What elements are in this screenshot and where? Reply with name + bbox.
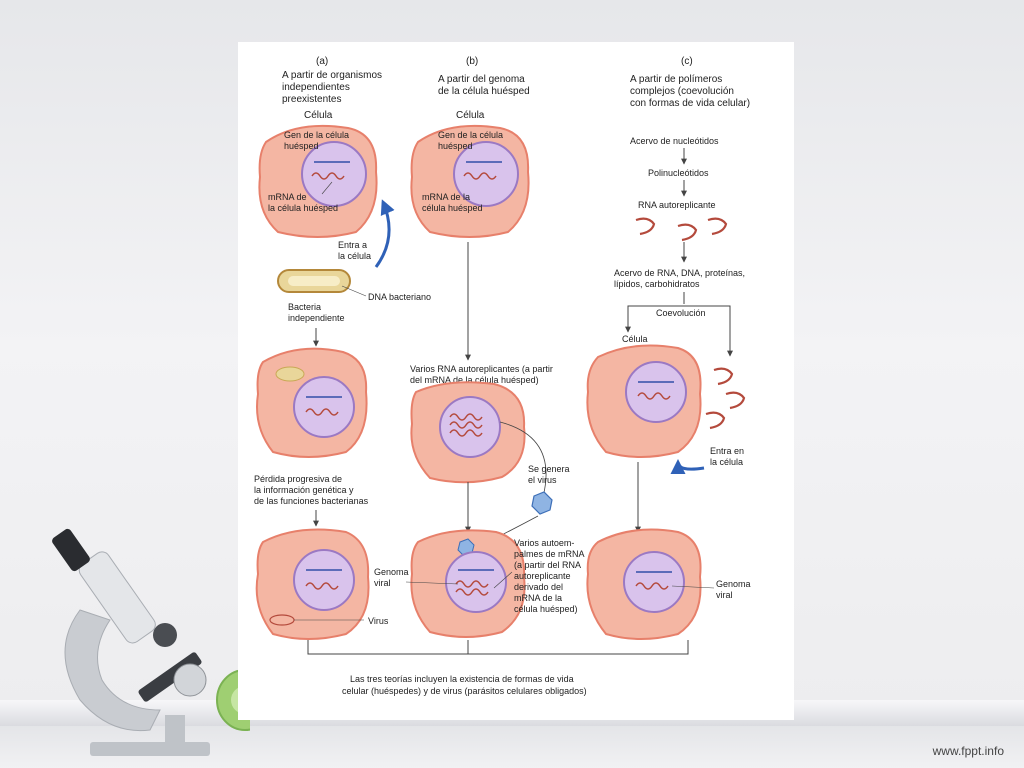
varios-auto-1: Varios autoem- — [514, 538, 574, 548]
bottom-bracket — [307, 640, 689, 655]
col-b-title-1: A partir del genoma — [438, 74, 525, 85]
virus-particle — [531, 491, 553, 515]
virus-a-label: Virus — [368, 616, 389, 626]
col-c-letter: (c) — [681, 56, 693, 67]
bottom-text-1: Las tres teorías incluyen la existencia … — [350, 674, 574, 684]
mrna-b-2: célula huésped — [422, 203, 483, 213]
col-a-title-1: A partir de organismos — [282, 70, 382, 81]
bacteria-1: Bacteria — [288, 302, 321, 312]
gen-a-2: huésped — [284, 141, 319, 151]
cell-a2 — [256, 347, 368, 458]
gen-b-2: huésped — [438, 141, 473, 151]
celula-b-label: Célula — [456, 110, 485, 121]
mrna-a-2: la célula huésped — [268, 203, 338, 213]
col-a-title-2: independientes — [282, 82, 350, 93]
bacteria-2: independiente — [288, 313, 345, 323]
evolution-diagram: (a) A partir de organismos independiente… — [238, 42, 794, 720]
dna-bacteriano-label: DNA bacteriano — [368, 292, 431, 302]
varios-auto-7: célula huésped) — [514, 604, 578, 614]
rna-strands-c — [705, 367, 746, 430]
cell-a3 — [255, 528, 370, 640]
virus-path-line — [499, 421, 547, 498]
entra-en-1: Entra en — [710, 446, 744, 456]
perdida-2: la información genética y — [254, 485, 354, 495]
se-genera-2: el virus — [528, 475, 557, 485]
genoma-a-1: Genoma — [374, 567, 409, 577]
col-a-title-3: preexistentes — [282, 94, 341, 105]
polinuc: Polinucleótidos — [648, 168, 709, 178]
footer-url: www.fppt.info — [932, 744, 1004, 758]
varios-auto-block: Varios autoem- palmes de mRNA (a partir … — [514, 538, 585, 614]
varios-rna-2: del mRNA de la célula huésped) — [410, 375, 539, 385]
coevolucion-label: Coevolución — [656, 308, 706, 318]
entra-en-2: la célula — [710, 457, 743, 467]
genoma-a-2: viral — [374, 578, 391, 588]
cell-b2 — [410, 381, 526, 484]
acervo-nuc: Acervo de nucleótidos — [630, 136, 719, 146]
cell-b1 — [410, 124, 530, 238]
col-b-title-2: de la célula huésped — [438, 86, 530, 97]
col-c-title-1: A partir de polímeros — [630, 74, 722, 85]
varios-auto-3: (a partir del RNA — [514, 560, 581, 570]
acervo-rna-1: Acervo de RNA, DNA, proteínas, — [614, 268, 745, 278]
col-c-title-3: con formas de vida celular) — [630, 98, 750, 109]
entra-a-1: Entra a — [338, 240, 367, 250]
entra-a-2: la célula — [338, 251, 371, 261]
cell-a1 — [258, 124, 378, 238]
cell-c1 — [586, 344, 702, 458]
acervo-rna-2: lípidos, carbohidratos — [614, 279, 700, 289]
mrna-a-1: mRNA de — [268, 192, 307, 202]
genoma-c-1: Genoma — [716, 579, 751, 589]
varios-auto-6: mRNA de la — [514, 593, 562, 603]
entra-a-arrow — [374, 199, 395, 268]
cell-c2 — [586, 528, 715, 640]
microscope-icon — [52, 528, 250, 756]
genoma-c-2: viral — [716, 590, 733, 600]
mrna-b-1: mRNA de la — [422, 192, 470, 202]
col-c-title-2: complejos (coevolución — [630, 86, 734, 97]
gen-a-1: Gen de la célula — [284, 130, 349, 140]
bottom-text-2: celular (huéspedes) y de virus (parásito… — [342, 686, 587, 696]
celula-a-label: Célula — [304, 110, 333, 121]
varios-auto-4: autoreplicante — [514, 571, 571, 581]
varios-rna-1: Varios RNA autoreplicantes (a partir — [410, 364, 553, 374]
bacterium — [277, 269, 367, 297]
col-b-letter: (b) — [466, 56, 478, 67]
col-a-letter: (a) — [316, 56, 328, 67]
rna-auto: RNA autoreplicante — [638, 200, 716, 210]
gen-b-1: Gen de la célula — [438, 130, 503, 140]
se-genera-1: Se genera — [528, 464, 570, 474]
cell-b3 — [405, 529, 526, 638]
celula-c-label: Célula — [622, 334, 648, 344]
rna-strands-top — [635, 217, 728, 242]
entra-en-arrow — [670, 459, 705, 475]
varios-auto-2: palmes de mRNA — [514, 549, 585, 559]
perdida-1: Pérdida progresiva de — [254, 474, 342, 484]
perdida-3: de las funciones bacterianas — [254, 496, 369, 506]
varios-auto-5: derivado del — [514, 582, 563, 592]
